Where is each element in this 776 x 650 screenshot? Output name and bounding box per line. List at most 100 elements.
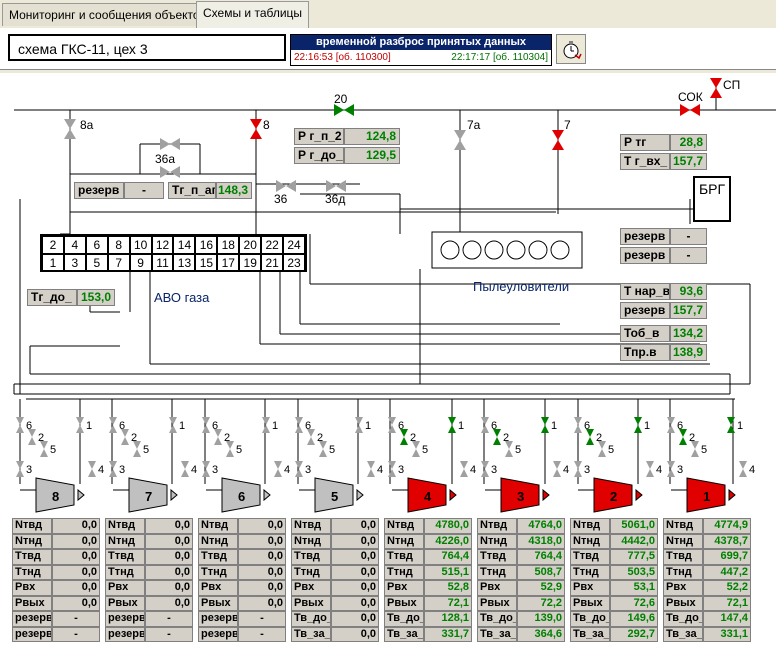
panel-row-value: 53,1 — [610, 580, 658, 596]
unit-3-valve-6-icon[interactable] — [481, 417, 489, 433]
unit-8-valve-4-icon[interactable] — [88, 461, 96, 477]
panel-row-name: Ттнд — [384, 564, 424, 580]
unit-3-valve-5-icon[interactable] — [505, 441, 513, 457]
unit-6-valve-2-icon[interactable] — [214, 429, 222, 445]
panel-row-name: Ттнд — [570, 564, 610, 580]
unit-2-valve-4-icon[interactable] — [646, 461, 654, 477]
panel-row-value: 764,4 — [517, 549, 565, 565]
unit-7-turbine-icon[interactable]: 7 — [113, 477, 178, 513]
panel-row-value: 0,0 — [238, 518, 286, 534]
unit-6-valve-6-icon[interactable] — [202, 417, 210, 433]
unit-valve-label: 2 — [317, 432, 323, 444]
panel-row-value: 0,0 — [331, 580, 379, 596]
valve-7a-icon[interactable] — [454, 130, 466, 150]
reading-t-ob-v: Тоб_в 134,2 — [620, 325, 707, 342]
unit-1-valve-6-icon[interactable] — [667, 417, 675, 433]
unit-3-valve-1-icon[interactable] — [541, 417, 549, 433]
unit-4-valve-3-icon[interactable] — [388, 461, 396, 477]
tab-monitoring[interactable]: Мониторинг и сообщения объектов — [2, 3, 213, 26]
unit-6-valve-5-icon[interactable] — [226, 441, 234, 457]
unit-3-valve-4-icon[interactable] — [553, 461, 561, 477]
unit-1-valve-5-icon[interactable] — [691, 441, 699, 457]
unit-4-valve-1-icon[interactable] — [448, 417, 456, 433]
unit-6-turbine-icon[interactable]: 6 — [206, 477, 271, 513]
reading-name: Р г_до_ — [294, 147, 344, 164]
tab-bar: Мониторинг и сообщения объектов Схемы и … — [0, 0, 776, 29]
unit-6-valve-4-icon[interactable] — [274, 461, 282, 477]
unit-5-valve-1-icon[interactable] — [355, 417, 363, 433]
reading-value: 157,7 — [670, 302, 707, 319]
unit-7-valve-4-icon[interactable] — [181, 461, 189, 477]
unit-5-valve-5-icon[interactable] — [319, 441, 327, 457]
clock-refresh-button[interactable] — [556, 34, 586, 64]
unit-5-valve-6-icon[interactable] — [295, 417, 303, 433]
time-spread-title: временной разброс принятых данных — [291, 35, 551, 50]
avo-section-22: 22 — [261, 236, 284, 254]
panel-row-name: Рвых — [291, 595, 331, 611]
panel-row-name: Тв_до_п — [663, 611, 703, 627]
unit-4-valve-4-icon[interactable] — [460, 461, 468, 477]
unit-2-valve-6-icon[interactable] — [574, 417, 582, 433]
valve-8-icon[interactable] — [250, 119, 262, 139]
valve-top-36a-icon[interactable] — [160, 138, 180, 150]
unit-4-valve-6-icon[interactable] — [388, 417, 396, 433]
valve-7-icon[interactable] — [552, 130, 564, 150]
unit-6-valve-3-icon[interactable] — [202, 461, 210, 477]
valve-36-icon[interactable] — [276, 180, 296, 192]
unit-2-valve-3-icon[interactable] — [574, 461, 582, 477]
unit-valve-label: 3 — [119, 464, 125, 476]
unit-7-valve-5-icon[interactable] — [133, 441, 141, 457]
unit-1-valve-2-icon[interactable] — [679, 429, 687, 445]
unit-5-valve-3-icon[interactable] — [295, 461, 303, 477]
valve-36a-icon[interactable] — [160, 166, 180, 178]
unit-7-valve-1-icon[interactable] — [169, 417, 177, 433]
unit-8-valve-3-icon[interactable] — [16, 461, 24, 477]
unit-7-valve-2-icon[interactable] — [121, 429, 129, 445]
unit-valve-label: 1 — [179, 420, 185, 432]
reading-p-g-do: Р г_до_ 129,5 — [294, 147, 400, 164]
unit-1-valve-1-icon[interactable] — [727, 417, 735, 433]
valve-20-icon[interactable] — [334, 104, 354, 116]
panel-row-name: Nтнд — [12, 533, 52, 549]
unit-3-turbine-icon[interactable]: 3 — [485, 477, 550, 513]
unit-valve-label: 6 — [212, 420, 218, 432]
unit-3-valve-2-icon[interactable] — [493, 429, 501, 445]
unit-8-valve-1-icon[interactable] — [76, 417, 84, 433]
valve-sp-icon[interactable] — [710, 78, 722, 98]
unit-5-valve-2-icon[interactable] — [307, 429, 315, 445]
unit-8-turbine-icon[interactable]: 8 — [20, 477, 85, 513]
unit-2-valve-1-icon[interactable] — [634, 417, 642, 433]
tab-schemes[interactable]: Схемы и таблицы — [196, 1, 310, 28]
unit-4-valve-5-icon[interactable] — [412, 441, 420, 457]
unit-2-valve-2-icon[interactable] — [586, 429, 594, 445]
unit-valve-label: 5 — [608, 444, 614, 456]
valve-36d-icon[interactable] — [326, 180, 346, 192]
unit-1-valve-3-icon[interactable] — [667, 461, 675, 477]
unit-1-valve-4-icon[interactable] — [739, 461, 747, 477]
avo-section-15: 15 — [195, 254, 218, 272]
unit-8-valve-6-icon[interactable] — [16, 417, 24, 433]
unit-number: 8 — [52, 489, 59, 504]
unit-8-valve-5-icon[interactable] — [40, 441, 48, 457]
unit-5-turbine-icon[interactable]: 5 — [299, 477, 364, 513]
valve-sok-icon[interactable] — [680, 104, 700, 116]
reading-reserve-r2: резерв - — [620, 247, 707, 264]
unit-2-turbine-icon[interactable]: 2 — [578, 477, 643, 513]
unit-7-valve-6-icon[interactable] — [109, 417, 117, 433]
unit-4-turbine-icon[interactable]: 4 — [392, 477, 457, 513]
valve-8a-icon[interactable] — [64, 119, 76, 139]
panel-row: резерв- — [198, 611, 286, 627]
unit-4-valve-2-icon[interactable] — [400, 429, 408, 445]
unit-2-valve-5-icon[interactable] — [598, 441, 606, 457]
unit-1-turbine-icon[interactable]: 1 — [671, 477, 736, 513]
unit-3-valve-3-icon[interactable] — [481, 461, 489, 477]
unit-7-valve-3-icon[interactable] — [109, 461, 117, 477]
unit-valve-label: 4 — [377, 464, 383, 476]
unit-8-valve-2-icon[interactable] — [28, 429, 36, 445]
unit-5-valve-4-icon[interactable] — [367, 461, 375, 477]
dust-collectors-label: Пылеуловители — [473, 279, 570, 294]
unit-6-valve-1-icon[interactable] — [262, 417, 270, 433]
